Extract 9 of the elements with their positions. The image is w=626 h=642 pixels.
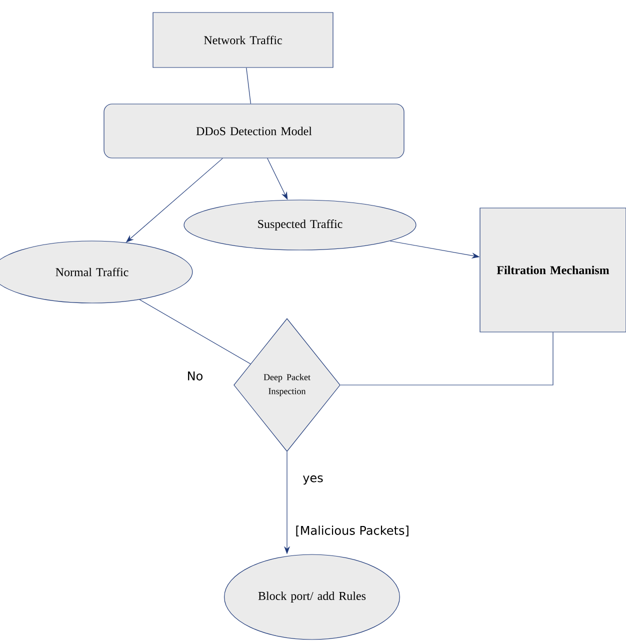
note-label: [Malicious Packets] (296, 526, 408, 536)
process-box: DDoS Detection Model (104, 104, 404, 158)
connector-line (139, 299, 251, 364)
connector-line (340, 332, 554, 386)
edge-label: yes (302, 474, 324, 486)
process-box: Network Traffic (152, 12, 334, 68)
process-box: Filtration Mechanism (480, 208, 626, 332)
edge-label: No (186, 370, 204, 382)
connector-line (246, 68, 251, 104)
